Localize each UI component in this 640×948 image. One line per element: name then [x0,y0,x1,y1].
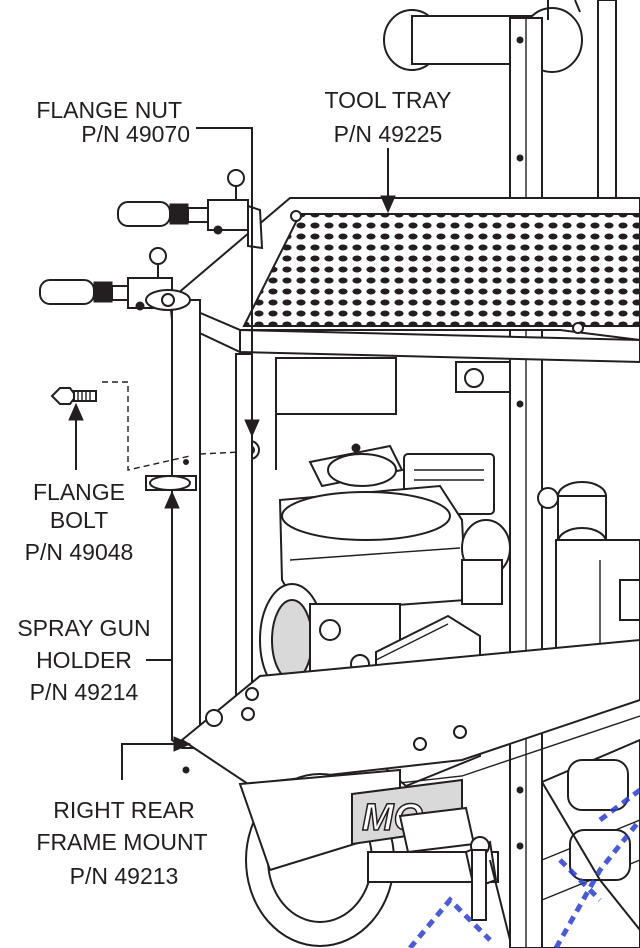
watermark [408,788,640,948]
frame-mount-line2: FRAME MOUNT [36,829,207,855]
spray-gun-holder-line1: SPRAY GUN [17,615,150,641]
tool-tray-label: TOOL TRAY [325,87,452,113]
hose-reel [383,0,583,73]
callout-tool-tray: TOOL TRAY P/N 49225 [325,87,452,147]
lower-right-frame [541,738,640,948]
handle-upper [117,169,264,250]
right-rear-frame-mount [145,289,201,774]
flange-nut-label: FLANGE NUT [36,97,182,123]
flange-bolt-line1: FLANGE [33,479,125,505]
tool-tray-pn: P/N 49225 [334,121,443,147]
frame-mount-line1: RIGHT REAR [53,797,194,823]
spray-gun-holder-line2: HOLDER [36,647,132,673]
cabinet [235,353,511,705]
pedal [367,806,511,941]
tool-tray [168,197,640,364]
leader-lines [68,127,396,780]
wheel [238,768,401,947]
callout-flange-bolt: FLANGE BOLT P/N 49048 [25,479,134,565]
engine [259,443,511,697]
flange-nut-pn: P/N 49070 [81,121,190,147]
callout-flange-nut: FLANGE NUT P/N 49070 [36,97,190,147]
callout-spray-gun-holder: SPRAY GUN HOLDER P/N 49214 [17,615,150,705]
handle-lower [39,247,173,311]
flange-bolt [50,387,97,405]
spray-gun-holder-pn: P/N 49214 [30,679,139,705]
spray-gun-holder [145,475,197,491]
flange-bolt-line2: BOLT [50,507,108,533]
frame-mount-pn: P/N 49213 [70,863,179,889]
callout-right-rear-frame-mount: RIGHT REAR FRAME MOUNT P/N 49213 [36,797,207,889]
tank [537,481,640,661]
flange-bolt-pn: P/N 49048 [25,539,134,565]
